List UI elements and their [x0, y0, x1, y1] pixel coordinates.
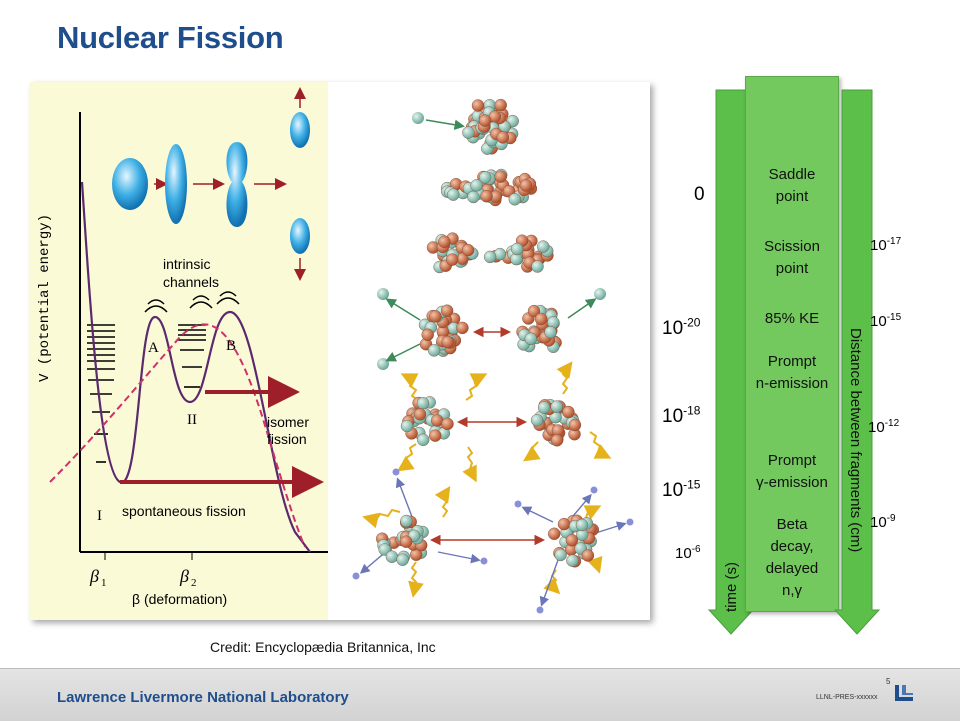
fragment-bottom-shape [290, 218, 310, 254]
fragment-light-beta [376, 514, 429, 566]
fragment-heavy-scission [516, 304, 562, 353]
nucleus-initial [462, 98, 519, 155]
y-axis-label: V (potential energy) [37, 214, 53, 382]
incoming-neutron [412, 112, 424, 124]
potential-energy-diagram: V (potential energy) intrinsic channels … [30, 82, 328, 620]
time-value-1: 10-20 [662, 315, 701, 339]
distance-arrow [834, 89, 880, 635]
potential-energy-svg: V (potential energy) intrinsic channels … [37, 87, 328, 607]
elongated-shape [165, 144, 187, 224]
necked-shape [226, 142, 248, 227]
nucleus-neck [483, 247, 507, 264]
image-credit: Credit: Encyclopædia Britannica, Inc [210, 639, 436, 655]
beta1-label: β [89, 566, 99, 586]
beta1-sub: 1 [101, 577, 107, 589]
fragment-top-shape [290, 112, 310, 148]
time-value-4: 10-6 [675, 544, 701, 563]
fragment-heavy-gamma [530, 398, 582, 447]
intrinsic-label: intrinsic [163, 256, 210, 272]
levels-well-2 [178, 324, 206, 388]
fission-figure: V (potential energy) intrinsic channels … [30, 82, 650, 620]
dashed-potential-curve [49, 323, 306, 548]
distance-value-2: 10-12 [868, 418, 900, 437]
nuclei-svg [352, 98, 634, 614]
time-value-3: 10-15 [662, 477, 701, 501]
document-code: LLNL-PRES-xxxxxx [816, 694, 878, 701]
beta2-label: β [179, 566, 189, 586]
beta2-sub: 2 [191, 577, 197, 589]
barrier-a-label: A [148, 340, 159, 356]
isomer-fission-label: fission [267, 431, 307, 447]
levels-well-1 [87, 324, 115, 463]
footer-bar: Lawrence Livermore National Laboratory 5… [0, 668, 960, 721]
distance-axis-label: Distance between fragments (cm) [847, 328, 864, 553]
nucleus-elongated [440, 168, 538, 207]
stage-ke: 85% KE [764, 310, 820, 327]
x-axis-label: β (deformation) [132, 591, 227, 607]
time-value-0: 0 [694, 184, 705, 205]
fragment-heavy-beta [547, 514, 599, 568]
spontaneous-fission-label: spontaneous fission [122, 503, 246, 519]
fragment-light-gamma [400, 396, 454, 446]
channels-label: channels [163, 274, 219, 290]
potential-curve [80, 181, 311, 553]
distance-value-3: 10-9 [870, 513, 896, 532]
isomer-label: isomer [267, 414, 309, 430]
sphere-shape [112, 158, 148, 210]
distance-value-0: 10-17 [870, 236, 902, 255]
time-value-2: 10-18 [662, 403, 701, 427]
well-1-label: I [97, 508, 102, 524]
distance-value-1: 10-15 [870, 312, 902, 331]
nucleus-neck-left [426, 232, 479, 274]
well-2-label: II [187, 412, 197, 428]
nucleus-neck-right [501, 234, 554, 273]
barrier-b-label: B [226, 338, 236, 354]
footer-lab-name: Lawrence Livermore National Laboratory [57, 689, 349, 706]
nucleon-clusters [376, 98, 599, 568]
fragment-light-scission [418, 304, 469, 357]
fission-sequence-illustration [328, 82, 650, 620]
page-number: 5 [886, 677, 891, 686]
time-axis-label: time (s) [723, 562, 740, 612]
slide-title: Nuclear Fission [57, 20, 284, 55]
llnl-logo-icon [895, 685, 913, 701]
